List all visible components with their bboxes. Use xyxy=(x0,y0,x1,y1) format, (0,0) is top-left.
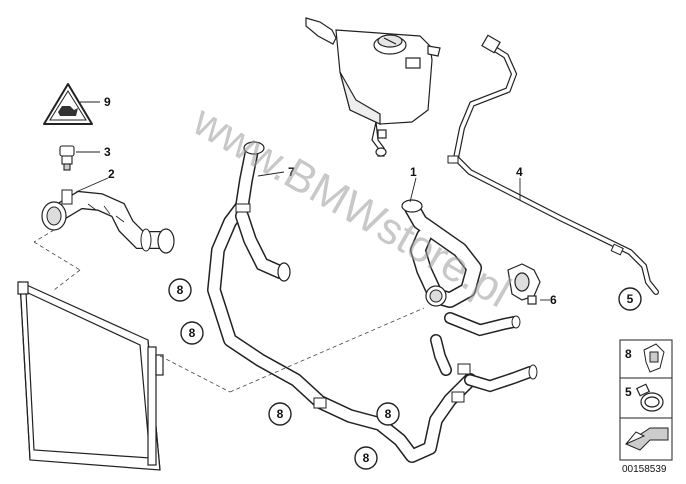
legend-box: 8 5 xyxy=(619,339,673,461)
callout-2: 2 xyxy=(108,167,115,181)
engine-hose xyxy=(207,141,477,463)
thermostat-hose xyxy=(401,199,538,403)
hose-clamp-icon xyxy=(635,383,664,412)
circled-ref-8e: 8 xyxy=(354,446,378,470)
svg-text:8: 8 xyxy=(189,326,196,340)
callout-6: 6 xyxy=(550,293,557,307)
svg-text:8: 8 xyxy=(277,407,284,421)
circled-ref-8d: 8 xyxy=(376,402,400,426)
circled-ref-8b: 8 xyxy=(180,321,204,345)
circled-ref-8c: 8 xyxy=(268,402,292,426)
guide-lines xyxy=(33,229,425,393)
callout-7: 7 xyxy=(288,165,295,179)
radiator xyxy=(17,281,164,471)
temperature-sensor xyxy=(59,145,75,171)
arrow-icon xyxy=(624,427,669,451)
circled-ref-8a: 8 xyxy=(168,278,192,302)
callout-9: 9 xyxy=(104,95,111,109)
circled-ref-5: 5 xyxy=(618,287,642,311)
svg-text:8: 8 xyxy=(385,407,392,421)
warning-label-icon xyxy=(43,83,93,125)
overflow-hose xyxy=(447,34,659,295)
legend-number-8: 8 xyxy=(625,347,632,361)
svg-text:8: 8 xyxy=(363,451,370,465)
leader-lines xyxy=(75,101,550,301)
svg-text:5: 5 xyxy=(627,292,634,306)
radiator-hose xyxy=(41,189,175,254)
svg-text:8: 8 xyxy=(177,283,184,297)
hose-clip xyxy=(507,263,541,305)
expansion-tank xyxy=(305,17,441,157)
callout-1: 1 xyxy=(410,165,417,179)
callout-4: 4 xyxy=(516,165,523,179)
legend-number-5: 5 xyxy=(625,385,632,399)
diagram-code: 00158539 xyxy=(622,464,667,475)
clip-icon xyxy=(643,343,665,373)
callout-3: 3 xyxy=(104,145,111,159)
